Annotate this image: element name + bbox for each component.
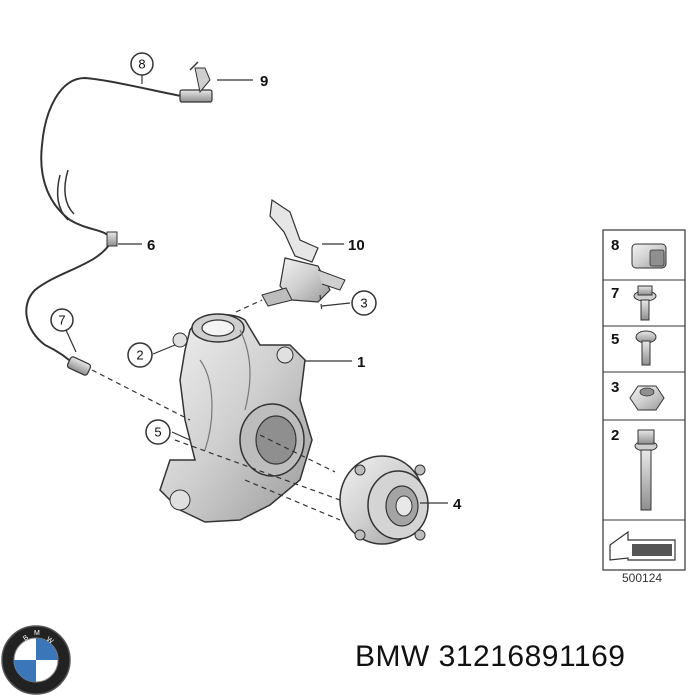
svg-text:4: 4: [453, 496, 462, 513]
svg-text:8: 8: [138, 57, 145, 72]
wheel-hub: [339, 455, 429, 545]
svg-text:7: 7: [611, 285, 619, 302]
callout-5: 5: [145, 419, 171, 445]
svg-text:5: 5: [154, 425, 161, 440]
sensor-cable: [25, 76, 187, 369]
svg-text:8: 8: [611, 237, 619, 254]
callouts: [65, 75, 448, 504]
callout-8: 8: [130, 52, 154, 76]
svg-text:3: 3: [360, 296, 367, 311]
svg-text:B: B: [22, 634, 30, 643]
direction-arrow-icon: [609, 530, 676, 561]
sensor-connector: [179, 61, 213, 103]
clip-icon: [631, 243, 667, 269]
svg-text:6: 6: [147, 237, 155, 254]
sensor-tip: [66, 356, 92, 376]
callout-3: 3: [351, 290, 377, 316]
callout-4: 4: [453, 496, 462, 513]
legend-item-8: 8: [611, 237, 667, 269]
hex-nut-icon: [629, 385, 665, 411]
legend-item-7: 7: [611, 285, 657, 321]
wheel-carrier: [159, 313, 313, 523]
svg-text:1: 1: [357, 354, 365, 371]
svg-text:2: 2: [611, 427, 619, 444]
sensor-bracket: [261, 198, 346, 307]
long-hex-bolt-icon: [634, 429, 658, 511]
hex-socket-bolt-icon: [635, 330, 657, 366]
legend-item-5: 5: [611, 330, 657, 366]
legend-item-2: 2: [611, 427, 658, 511]
svg-text:9: 9: [260, 73, 268, 90]
bmw-roundel-logo: B M W: [1, 625, 71, 695]
flange-bolt-icon: [633, 285, 657, 321]
svg-text:7: 7: [58, 313, 65, 328]
parts-legend: 8 7 5 3: [602, 229, 686, 571]
callout-2: 2: [127, 342, 153, 368]
svg-text:2: 2: [136, 348, 143, 363]
callout-7: 7: [50, 308, 74, 332]
legend-item-3: 3: [611, 379, 665, 411]
svg-text:10: 10: [348, 237, 365, 254]
cable-grommet: [106, 231, 118, 247]
svg-text:3: 3: [611, 379, 619, 396]
svg-text:5: 5: [611, 331, 619, 348]
callout-10: 10: [348, 237, 365, 254]
callout-9: 9: [260, 73, 268, 90]
assembly-lines: [91, 294, 341, 521]
svg-text:W: W: [45, 636, 55, 646]
svg-text:M: M: [34, 630, 40, 637]
callout-6: 6: [147, 237, 155, 254]
part-number-label: BMW 31216891169: [355, 640, 626, 673]
diagram-code: 500124: [622, 571, 662, 585]
callout-1: 1: [357, 354, 365, 371]
